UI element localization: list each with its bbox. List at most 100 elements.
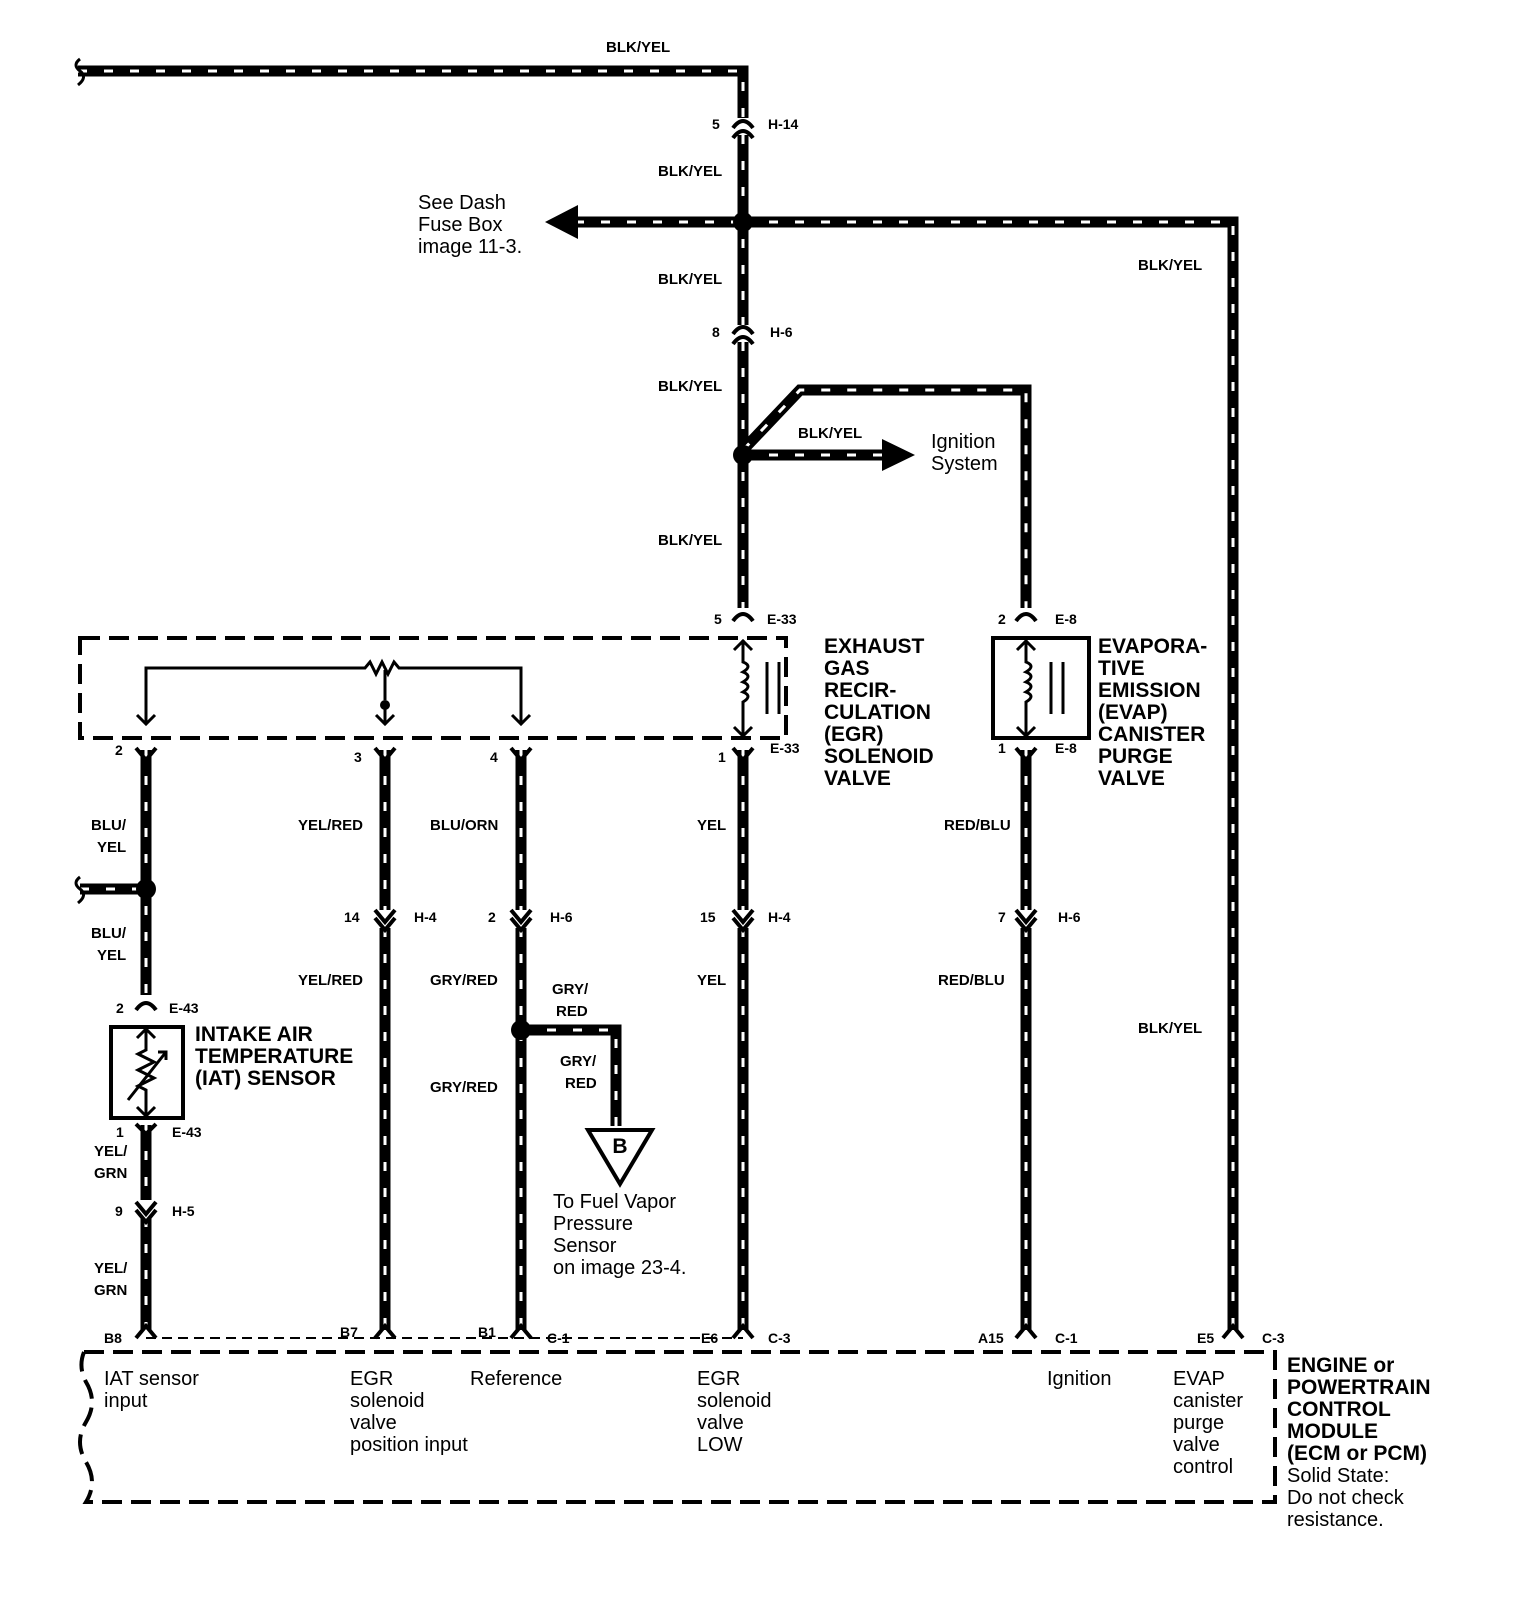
- wire-label: BLK/YEL: [658, 532, 722, 549]
- pin-number: 1: [116, 1124, 124, 1140]
- text-line: input: [104, 1390, 148, 1412]
- text-line: EMISSION: [1098, 679, 1201, 702]
- connector-id: H-6: [770, 324, 793, 340]
- ecm-ignition: Ignition: [1047, 1368, 1112, 1390]
- iat-sensor: [109, 1025, 185, 1120]
- text-line: on image 23-4.: [553, 1257, 686, 1279]
- pin-number: 4: [490, 749, 498, 765]
- text-line: EVAP: [1173, 1368, 1225, 1390]
- text-line: EXHAUST: [824, 635, 925, 658]
- text-line: POWERTRAIN: [1287, 1376, 1431, 1399]
- pin-number: 3: [354, 749, 362, 765]
- pin-number: 5: [712, 116, 720, 132]
- text-line: valve: [1173, 1434, 1220, 1456]
- wire-label: BLK/YEL: [606, 39, 670, 56]
- text-line: Sensor: [553, 1235, 617, 1257]
- ignition-arrow-icon: [882, 439, 915, 471]
- text-line: LOW: [697, 1434, 743, 1456]
- text-line: solenoid: [697, 1390, 772, 1412]
- wire-main-blk-yel: [78, 65, 749, 608]
- text-line: VALVE: [824, 767, 891, 790]
- connector-id: H-6: [1058, 909, 1081, 925]
- pin-number: 7: [998, 909, 1006, 925]
- text-line: Solid State:: [1287, 1465, 1389, 1487]
- pin-number: 14: [344, 909, 360, 925]
- ecm-reference: Reference: [470, 1368, 562, 1390]
- connector-id: H-6: [550, 909, 573, 925]
- wire-label: BLK/YEL: [658, 271, 722, 288]
- wire-label: YEL: [97, 947, 126, 964]
- text-line: Fuse Box: [418, 214, 502, 236]
- egr-solenoid-valve: [78, 636, 788, 740]
- wire-label: YEL/: [94, 1143, 128, 1160]
- wire-label: BLU/ORN: [430, 817, 498, 834]
- connector-id: H-4: [414, 909, 437, 925]
- text-line: To Fuel Vapor: [553, 1191, 676, 1213]
- connector-id: H-14: [768, 116, 799, 132]
- wire-label: RED/BLU: [944, 817, 1011, 834]
- pin-number: 1: [718, 749, 726, 765]
- text-line: Ignition: [931, 431, 996, 453]
- text-line: image 11-3.: [418, 236, 522, 258]
- ecm-connector: C-3: [1262, 1330, 1285, 1346]
- ecm-connector: C-3: [768, 1330, 791, 1346]
- ecm-connector: C-1: [547, 1330, 570, 1346]
- wire-label: YEL/RED: [298, 972, 363, 989]
- text-line: EGR: [350, 1368, 393, 1390]
- wire-label: GRY/: [560, 1053, 597, 1070]
- text-line: PURGE: [1098, 745, 1173, 768]
- wire-label: GRY/RED: [430, 1079, 498, 1096]
- wire-label: BLK/YEL: [658, 378, 722, 395]
- wire-labels: BLK/YEL BLK/YEL BLK/YEL BLK/YEL BLK/YEL …: [91, 39, 1202, 1299]
- text-line: solenoid: [350, 1390, 425, 1412]
- ecm-pin: B8: [104, 1330, 122, 1346]
- wire-label: BLK/YEL: [1138, 1020, 1202, 1037]
- text-line: SOLENOID: [824, 745, 934, 768]
- connector-id: E-33: [767, 611, 797, 627]
- text-line: Ignition: [1047, 1368, 1112, 1390]
- wire-label: YEL/RED: [298, 817, 363, 834]
- wire-label: RED/BLU: [938, 972, 1005, 989]
- wire-label: BLU/: [91, 925, 127, 942]
- text-line: EGR: [697, 1368, 740, 1390]
- wires: [78, 65, 1239, 1339]
- pin-number: 15: [700, 909, 716, 925]
- dash-fuse-arrow-icon: [545, 205, 578, 239]
- ecm-pin: B7: [340, 1324, 358, 1340]
- text-line: MODULE: [1287, 1420, 1378, 1443]
- evap-purge-valve: [991, 636, 1091, 740]
- text-line: canister: [1173, 1390, 1243, 1412]
- text-line: TIVE: [1098, 657, 1145, 680]
- text-line: Do not check: [1287, 1487, 1405, 1509]
- splices: [136, 212, 753, 1040]
- wire-label: GRY/RED: [430, 972, 498, 989]
- pin-number: 5: [714, 611, 722, 627]
- wire-label: YEL: [97, 839, 126, 856]
- wire-label: YEL/: [94, 1260, 128, 1277]
- text-line: valve: [350, 1412, 397, 1434]
- text-line: IAT sensor: [104, 1368, 199, 1390]
- ecm-outline: [78, 1350, 1277, 1504]
- ecm-pin: A15: [978, 1330, 1004, 1346]
- wire-label: GRN: [94, 1165, 127, 1182]
- wire-evap-feed: [739, 384, 1032, 608]
- connector-b-label: B: [612, 1135, 627, 1158]
- text-line: valve: [697, 1412, 744, 1434]
- pin-number: 8: [712, 324, 720, 340]
- text-line: INTAKE AIR: [195, 1023, 313, 1046]
- pin-number: 2: [998, 611, 1006, 627]
- text-line: VALVE: [1098, 767, 1165, 790]
- connector-b-triangle-icon: [584, 1128, 656, 1188]
- text-line: CULATION: [824, 701, 931, 724]
- text-line: See Dash: [418, 192, 506, 214]
- pin-number: 2: [116, 1000, 124, 1016]
- wire-label: RED: [556, 1003, 588, 1020]
- ecm-pin: B1: [478, 1324, 496, 1340]
